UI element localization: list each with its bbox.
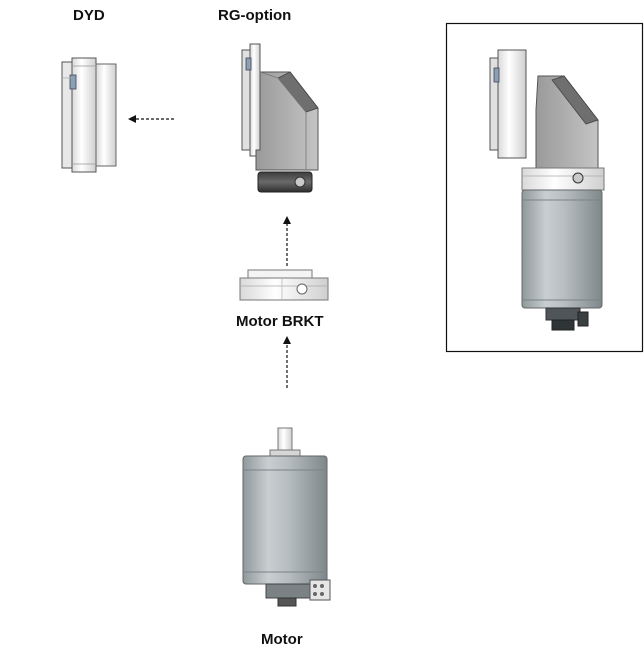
motor-brkt-part-drawing: [239, 269, 329, 301]
dyd-part-drawing: [61, 57, 117, 173]
dyd-label: DYD: [73, 7, 105, 24]
motor-brkt-label: Motor BRKT: [236, 313, 324, 330]
rg-option-part-drawing: [241, 43, 319, 193]
assembled-view-frame: [445, 22, 644, 353]
motor-part-drawing: [242, 427, 331, 607]
rg-option-label: RG-option: [218, 7, 292, 24]
motor-label: Motor: [261, 631, 303, 648]
